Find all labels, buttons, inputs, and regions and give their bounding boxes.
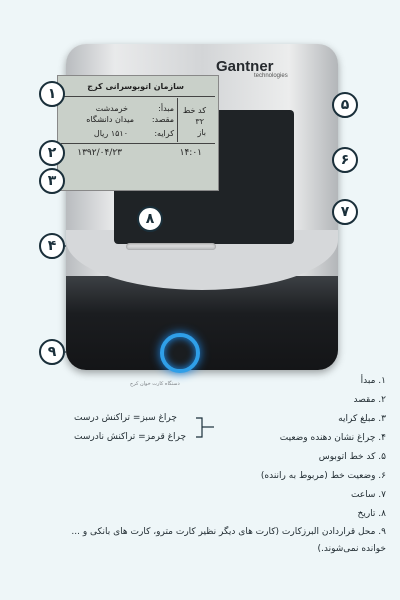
red-light-note: چراغ قرمز= تراکنش نادرست <box>74 432 187 442</box>
callout-6: ۶ <box>332 147 358 173</box>
lcd-screen: سازمان اتوبوسرانی کرج کد خط ۳۲ باز مبدأ:… <box>57 75 219 191</box>
lcd-divider-vertical <box>177 98 178 142</box>
lcd-line-status: باز <box>197 128 206 137</box>
legend-item-1: ۱. مبدأ <box>360 376 386 386</box>
reader-caption: دستگاه کارت خوان کرج <box>130 381 180 387</box>
lcd-line-code-label: کد خط <box>182 106 206 115</box>
device-lower-panel <box>66 230 338 370</box>
lcd-divider-bottom <box>61 143 215 144</box>
legend-item-6: ۶. وضعیت خط (مربوط به راننده) <box>260 471 386 481</box>
legend-item-7: ۷. ساعت <box>350 490 386 500</box>
lcd-dest-value: میدان دانشگاه <box>86 115 134 124</box>
lcd-line-code-value: ۳۲ <box>195 117 204 126</box>
brand-logo: Gantner <box>216 58 274 75</box>
brand-subtitle: technologies <box>254 73 288 79</box>
lcd-divider-top <box>61 96 215 97</box>
callout-1: ۱ <box>39 81 65 107</box>
status-led <box>126 243 216 250</box>
green-light-note: چراغ سبز= تراکنش درست <box>74 413 177 423</box>
callout-8: ۸ <box>137 206 163 232</box>
lcd-dest-label: مقصد: <box>151 115 174 124</box>
callout-7: ۷ <box>332 199 358 225</box>
lcd-header: سازمان اتوبوسرانی کرج <box>87 82 184 91</box>
lcd-fare-value: ۱۵۱۰ ریال <box>93 129 128 138</box>
callout-2: ۲ <box>39 140 65 166</box>
legend-item-5: ۵. کد خط اتوبوس <box>318 452 386 462</box>
legend-item-4: ۴. چراغ نشان دهنده وضعیت <box>279 433 386 443</box>
legend: ۱. مبدأ ۲. مقصد ۳. مبلغ کرایه ۴. چراغ نش… <box>46 372 386 558</box>
callout-5: ۵ <box>332 92 358 118</box>
callout-3: ۳ <box>39 168 65 194</box>
legend-item-8: ۸. تاریخ <box>357 509 386 519</box>
lcd-origin-label: مبدأ: <box>158 104 174 113</box>
legend-item-9: ۹. محل قراردادن البرزکارت (کارت های دیگر… <box>71 527 386 554</box>
callout-9: ۹ <box>39 339 65 365</box>
card-reader-ring <box>160 333 200 373</box>
lcd-time: ۱۴:۰۱ <box>179 148 202 158</box>
legend-item-3: ۳. مبلغ کرایه <box>338 414 386 424</box>
callout-4: ۴ <box>39 233 65 259</box>
legend-item-2: ۲. مقصد <box>353 395 386 405</box>
lcd-date: ۱۳۹۲/۰۴/۲۳ <box>77 148 122 158</box>
lcd-fare-label: کرایه: <box>154 129 174 138</box>
lcd-origin-value: خرمدشت <box>95 104 128 113</box>
